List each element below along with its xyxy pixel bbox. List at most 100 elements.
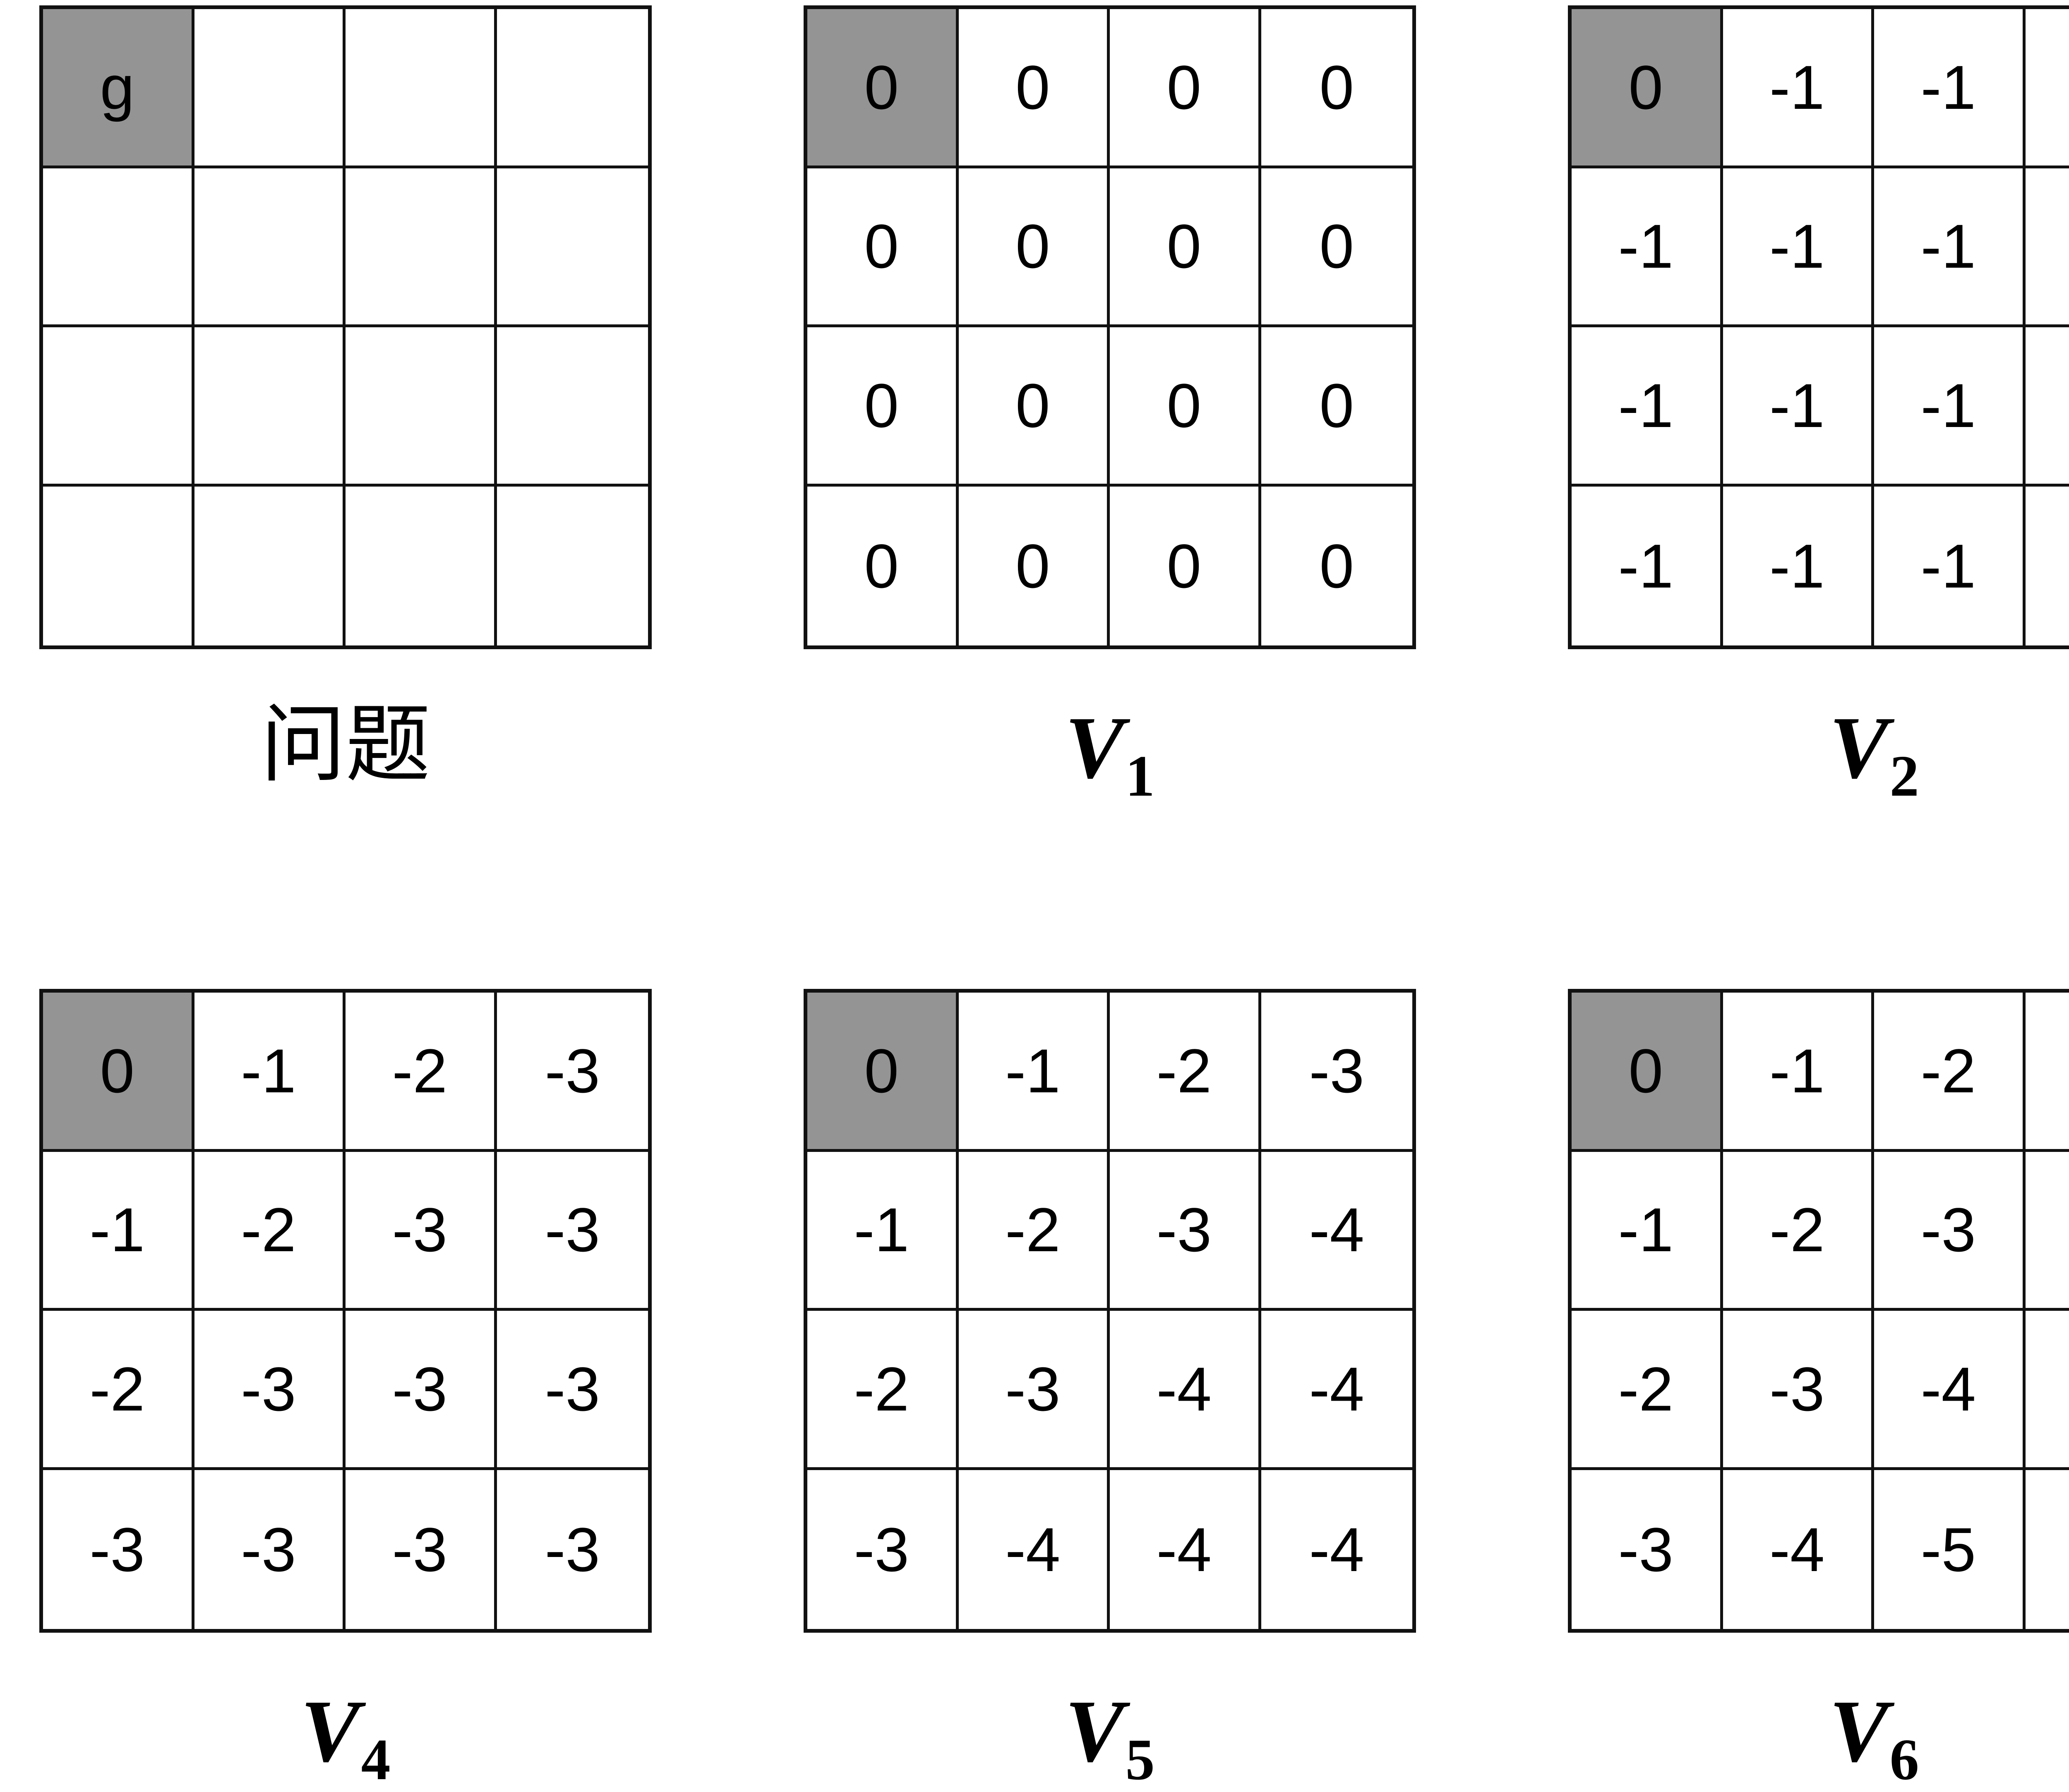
caption-symbol: V: [1065, 1682, 1124, 1780]
grid-cell: -3: [346, 1470, 497, 1629]
grid-cell: [43, 327, 194, 487]
grid-cell: [497, 327, 648, 487]
grid-cell: -4: [1261, 1470, 1413, 1629]
grid-cell: -4: [1110, 1311, 1261, 1470]
value-grid-v4: 0-1-2-3-1-2-3-3-2-3-3-3-3-3-3-3: [39, 989, 652, 1633]
caption-subscript: 1: [1126, 744, 1155, 808]
grid-cell: -1: [43, 1152, 194, 1311]
grid-cell-terminal: 0: [1572, 993, 1723, 1152]
grid-cell: -2: [1572, 1311, 1723, 1470]
grid-cell: [346, 327, 497, 487]
grid-cell: -4: [1110, 1470, 1261, 1629]
grid-cell: 0: [1261, 9, 1413, 168]
grid-cell-terminal: g: [43, 9, 194, 168]
grid-cell: -1: [2026, 168, 2069, 328]
grid-cell: 0: [959, 327, 1110, 487]
grid-cell: -1: [2026, 9, 2069, 168]
grid-cell: -4: [959, 1470, 1110, 1629]
grid-cell: -3: [497, 1152, 648, 1311]
grid-cell: -4: [1261, 1311, 1413, 1470]
grid-cell: 0: [807, 487, 959, 646]
grid-cell: -3: [1110, 1152, 1261, 1311]
grid-cell: -3: [194, 1470, 346, 1629]
grid-cell: 0: [1261, 168, 1413, 328]
grid-cell: [43, 168, 194, 328]
grid-cell: -2: [807, 1311, 959, 1470]
panel-caption-v4: V4: [39, 1686, 652, 1789]
grid-cell: -2: [959, 1152, 1110, 1311]
grid-cell: [346, 487, 497, 646]
grid-cell: -1: [1572, 327, 1723, 487]
grid-cell: -4: [2026, 1152, 2069, 1311]
grid-cell: -3: [497, 1311, 648, 1470]
grid-cell: -2: [1723, 1152, 1875, 1311]
grid-cell: [497, 168, 648, 328]
grid-cell: -1: [1723, 993, 1875, 1152]
grid-cell: -1: [1572, 487, 1723, 646]
grid-cell: -1: [1874, 168, 2026, 328]
grid-cell: -1: [1874, 9, 2026, 168]
grid-cell: [497, 487, 648, 646]
panel-caption-v1: V1: [804, 703, 1416, 806]
grid-cell: -1: [2026, 487, 2069, 646]
grid-cell: -2: [43, 1311, 194, 1470]
grid-cell: -1: [1874, 487, 2026, 646]
panel-caption-problem: 问题: [39, 703, 652, 788]
caption-symbol: V: [1829, 1682, 1888, 1780]
grid-cell: -2: [1874, 993, 2026, 1152]
grid-cell: -3: [43, 1470, 194, 1629]
grid-cell: 0: [1110, 327, 1261, 487]
grid-cell: -3: [346, 1152, 497, 1311]
value-grid-problem: g: [39, 5, 652, 649]
caption-subscript: 4: [361, 1727, 391, 1792]
grid-cell: -2: [1110, 993, 1261, 1152]
grid-cell: 0: [1261, 327, 1413, 487]
grid-cell: -1: [1723, 168, 1875, 328]
caption-subscript: 6: [1890, 1727, 1919, 1792]
grid-cell: [194, 168, 346, 328]
grid-cell: 0: [959, 168, 1110, 328]
grid-cell-terminal: 0: [43, 993, 194, 1152]
caption-symbol: V: [1065, 698, 1124, 797]
caption-symbol: V: [300, 1682, 360, 1780]
grid-cell: -5: [1874, 1470, 2026, 1629]
grid-cell: 0: [807, 168, 959, 328]
grid-cell-terminal: 0: [807, 9, 959, 168]
value-grid-v5: 0-1-2-3-1-2-3-4-2-3-4-4-3-4-4-4: [804, 989, 1416, 1633]
grid-cell: -5: [2026, 1470, 2069, 1629]
grid-cell: -1: [1723, 9, 1875, 168]
grid-cell: -1: [1572, 1152, 1723, 1311]
grid-cell: 0: [1261, 487, 1413, 646]
grid-cell: -3: [1874, 1152, 2026, 1311]
grid-cell: -3: [346, 1311, 497, 1470]
caption-subscript: 2: [1890, 744, 1919, 808]
grid-cell: 0: [1110, 487, 1261, 646]
grid-cell-terminal: 0: [1572, 9, 1723, 168]
grid-cell: -3: [2026, 993, 2069, 1152]
grid-cell: [346, 168, 497, 328]
grid-cell-terminal: 0: [807, 993, 959, 1152]
grid-cell: -5: [2026, 1311, 2069, 1470]
panel-caption-v6: V6: [1568, 1686, 2069, 1789]
grid-cell: [194, 487, 346, 646]
grid-panel-v6: 0-1-2-3-1-2-3-4-2-3-4-5-3-4-5-5V6: [1568, 989, 2069, 1633]
grid-cell: [194, 9, 346, 168]
grid-cell: -1: [1874, 327, 2026, 487]
grid-cell: -1: [807, 1152, 959, 1311]
grid-cell: 0: [1110, 9, 1261, 168]
grid-cell: -1: [194, 993, 346, 1152]
grid-cell: -3: [1723, 1311, 1875, 1470]
grid-cell: -4: [1723, 1470, 1875, 1629]
value-grid-v6: 0-1-2-3-1-2-3-4-2-3-4-5-3-4-5-5: [1568, 989, 2069, 1633]
grid-cell: -3: [497, 1470, 648, 1629]
grid-cell: -1: [1723, 487, 1875, 646]
grid-cell: -2: [194, 1152, 346, 1311]
grid-cell: -2: [346, 993, 497, 1152]
caption-symbol: V: [1829, 698, 1888, 797]
grid-cell: [194, 327, 346, 487]
